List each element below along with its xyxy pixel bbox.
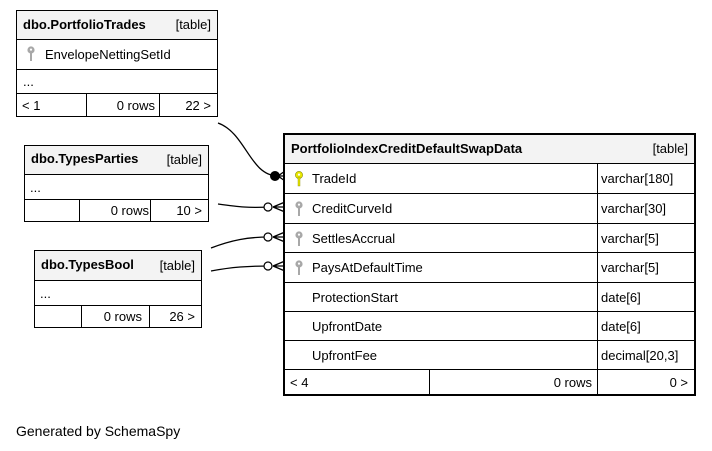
table-portfolioindexcreditdefaultswapdata[interactable]: PortfolioIndexCreditDefaultSwapData [tab… [283,133,696,396]
column-name: CreditCurveId [312,201,393,216]
table-header[interactable]: dbo.PortfolioTrades [table] [17,11,217,39]
column-row-upfrontdate[interactable]: UpfrontDate date[6] [285,311,694,340]
column-name: EnvelopeNettingSetId [45,47,171,62]
table-name[interactable]: dbo.TypesBool [41,257,134,272]
primary-key-icon [295,171,303,187]
row-count: 0 rows [553,374,592,390]
table-typesparties[interactable]: dbo.TypesParties [table] ... 0 rows 10 > [24,145,209,222]
table-footer: < 1 0 rows 22 > [17,93,217,116]
table-header[interactable]: PortfolioIndexCreditDefaultSwapData [tab… [285,135,694,163]
more-columns: ... [25,174,208,199]
foreign-key-icon [295,201,303,216]
column-type: varchar[5] [601,230,659,246]
more-columns: ... [17,69,217,93]
table-name[interactable]: dbo.TypesParties [31,151,139,166]
children-link[interactable]: 22 > [185,97,211,113]
table-portfoliotrades[interactable]: dbo.PortfolioTrades [table] EnvelopeNett… [16,10,218,117]
table-tag: [table] [166,152,202,167]
column-type: varchar[180] [601,171,674,186]
column-row-settlesaccrual[interactable]: SettlesAccrual varchar[5] [285,223,694,252]
column-type: date[6] [601,289,641,305]
relationship-end-tradeid [270,171,280,181]
column-name: TradeId [312,171,357,186]
table-footer: 0 rows 26 > [35,305,201,327]
ellipsis: ... [23,74,34,89]
children-link[interactable]: 0 > [669,374,688,390]
relationship-typesbool-paysatdefaulttime [210,265,271,272]
table-footer: 0 rows 10 > [25,199,208,221]
column-type: decimal[20,3] [601,347,679,363]
row-count: 0 rows [110,203,149,218]
ellipsis: ... [30,179,41,195]
relationship-end-paysatdefaulttime [263,261,273,271]
relationship-typesbool-settlesaccrual [210,236,271,249]
table-name[interactable]: dbo.PortfolioTrades [23,17,146,32]
relationship-end-creditcurveid [263,202,273,212]
generated-by-label: Generated by SchemaSpy [16,423,181,439]
row-count: 0 rows [103,309,142,324]
column-row-creditcurveid[interactable]: CreditCurveId varchar[30] [285,193,694,223]
column-type: date[6] [601,318,641,334]
table-typesbool[interactable]: dbo.TypesBool [table] ... 0 rows 26 > [34,250,202,328]
column-name: UpfrontDate [312,318,383,334]
table-tag: [table] [652,141,688,156]
ellipsis: ... [40,285,51,301]
children-link[interactable]: 26 > [169,309,195,324]
column-row-upfrontfee[interactable]: UpfrontFee decimal[20,3] [285,340,694,369]
parents-link[interactable]: < 4 [290,374,309,390]
table-tag: [table] [159,258,195,273]
table-header[interactable]: dbo.TypesBool [table] [35,251,201,280]
column-row-tradeid[interactable]: TradeId varchar[180] [285,163,694,193]
table-header[interactable]: dbo.TypesParties [table] [25,146,208,174]
parents-link[interactable]: < 1 [22,97,41,113]
row-count: 0 rows [116,97,155,113]
column-name: ProtectionStart [312,289,398,305]
column-type: varchar[30] [601,201,667,216]
column-name: PaysAtDefaultTime [312,260,423,275]
column-name: SettlesAccrual [312,230,396,246]
table-footer: < 4 0 rows 0 > [285,369,694,394]
column-name: UpfrontFee [312,347,378,363]
column-type: varchar[5] [601,260,659,275]
table-name[interactable]: PortfolioIndexCreditDefaultSwapData [291,141,523,156]
column-row[interactable]: EnvelopeNettingSetId [17,39,217,69]
foreign-key-icon [27,46,35,61]
foreign-key-icon [295,231,303,246]
column-row-protectionstart[interactable]: ProtectionStart date[6] [285,282,694,311]
column-row-paysatdefaulttime[interactable]: PaysAtDefaultTime varchar[5] [285,252,694,282]
relationship-end-settlesaccrual [263,232,273,242]
relationship-portfoliotrades-tradeid [217,122,279,177]
relationship-typesparties-creditcurveid [217,203,271,209]
table-tag: [table] [175,17,211,32]
children-link[interactable]: 10 > [176,203,202,218]
foreign-key-icon [295,260,303,275]
more-columns: ... [35,280,201,305]
